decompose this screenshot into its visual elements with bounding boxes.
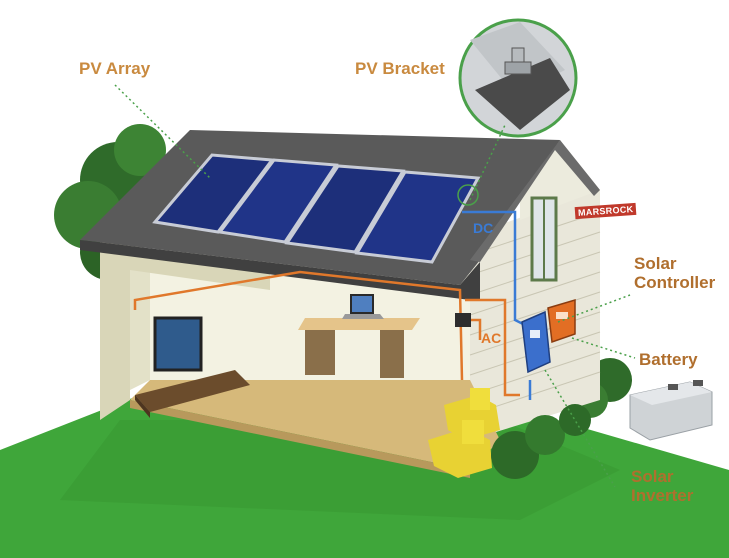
dc-wiring <box>462 210 532 400</box>
label-solar-controller-line2: Controller <box>634 273 716 292</box>
desk-drawer <box>305 330 335 375</box>
label-solar-inverter-line1: Solar <box>631 467 674 486</box>
wall-outlet <box>455 313 471 327</box>
label-pv-bracket: PV Bracket <box>355 59 445 78</box>
leader-lines <box>114 84 636 488</box>
wire-tag-ac: AC <box>481 330 502 346</box>
tv <box>153 316 203 372</box>
pv-panel-1 <box>152 153 275 234</box>
pv-panel-3 <box>284 164 406 254</box>
pv-bracket-closeup <box>458 18 578 138</box>
label-solar-controller: Solar Controller <box>634 254 715 292</box>
label-solar-controller-line1: Solar <box>634 254 677 273</box>
wire-tag-dc: DC <box>473 220 494 236</box>
armchair-front <box>428 420 492 478</box>
label-solar-inverter-line2: Inverter <box>631 486 694 505</box>
pv-panel-2 <box>217 158 339 244</box>
pv-array <box>152 153 481 264</box>
label-battery: Battery <box>639 350 698 369</box>
floor <box>130 380 500 470</box>
battery <box>629 380 713 441</box>
desk-top <box>298 318 420 330</box>
roof-right-edge <box>470 140 600 262</box>
left-wall-outer <box>100 240 270 420</box>
solar-inverter-unit <box>521 310 551 374</box>
label-solar-inverter: Solar Inverter <box>631 467 693 505</box>
tv-cabinet <box>135 370 250 412</box>
solar-controller-unit <box>547 298 576 344</box>
armchair-back <box>444 388 500 440</box>
shrubs <box>491 404 591 479</box>
label-pv-array: PV Array <box>79 59 151 78</box>
roof-edge <box>80 240 480 300</box>
pv-panel-4 <box>354 170 481 264</box>
floor-front <box>130 400 470 478</box>
side-wall <box>470 190 600 440</box>
